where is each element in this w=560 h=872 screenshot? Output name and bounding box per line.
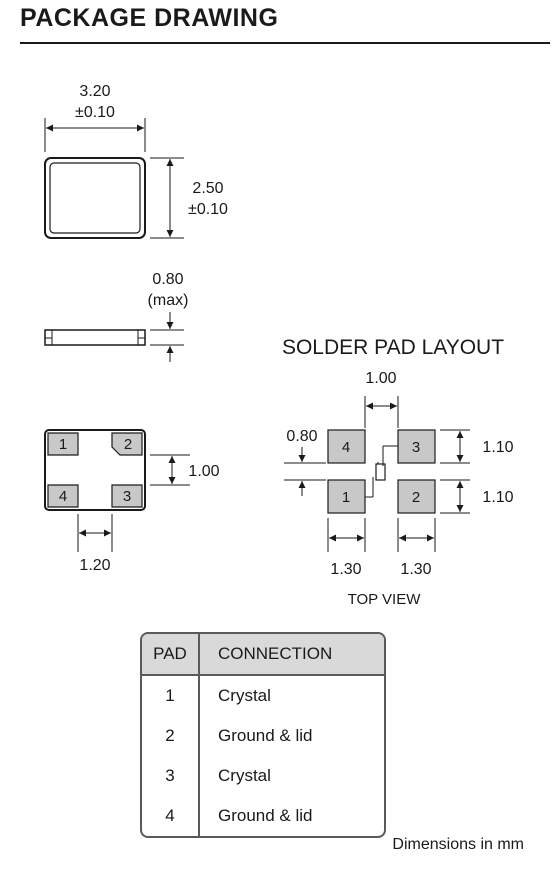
package-side-view: 0.80 (max) [44, 271, 189, 362]
package-outline [44, 157, 146, 239]
pad-connection-table: PAD CONNECTION 1 Crystal 2 Ground & lid … [140, 632, 386, 838]
table-header-row: PAD CONNECTION [142, 634, 384, 676]
solder-pad-width-left-label: 1.30 [330, 561, 361, 578]
table-row: 1 Crystal [142, 676, 384, 716]
width-tolerance-label: ±0.10 [75, 104, 115, 121]
solder-column-gap-label: 1.00 [365, 370, 396, 387]
table-cell-connection: Ground & lid [218, 806, 313, 825]
solder-pad-layout: SOLDER PAD LAYOUT 1.00 4 3 1 2 0.80 [282, 336, 514, 608]
table-header-pad: PAD [142, 634, 200, 676]
thickness-dimension-label: 0.80 [152, 271, 183, 288]
table-row: 3 Crystal [142, 756, 384, 796]
solder-pad-1-label: 1 [342, 489, 350, 506]
solder-pad-2 [397, 479, 436, 514]
solder-pad-4 [327, 429, 366, 464]
height-dimension-label: 2.50 [192, 180, 223, 197]
solder-pad-2-label: 2 [412, 489, 420, 506]
table-cell-pad: 1 [142, 676, 200, 716]
package-top-view: 3.20 ±0.10 2.50 ±0.10 [44, 83, 228, 239]
bottom-pad-2-label: 2 [124, 436, 132, 453]
solder-pad-height-bottom-label: 1.10 [482, 489, 513, 506]
title-underline [20, 42, 550, 44]
bottom-pad-3 [111, 484, 143, 508]
bottom-pad-4-label: 4 [59, 488, 67, 505]
bottom-pad-gap-vertical-label: 1.00 [188, 463, 219, 480]
bottom-pad-1-label: 1 [59, 436, 67, 453]
height-tolerance-label: ±0.10 [188, 201, 228, 218]
solder-pad-4-label: 4 [342, 439, 350, 456]
solder-pad-height-top-label: 1.10 [482, 439, 513, 456]
table-cell-pad: 3 [142, 756, 200, 796]
bottom-pad-4 [47, 484, 79, 508]
table-cell-pad: 2 [142, 716, 200, 756]
bottom-pad-2 [111, 432, 143, 456]
page-title: PACKAGE DRAWING [20, 4, 279, 32]
bottom-pad-1 [47, 432, 79, 456]
solder-pad-3 [397, 429, 436, 464]
package-bottom-view: 1 2 3 4 1.00 1.20 [44, 429, 220, 574]
table-row: 2 Ground & lid [142, 716, 384, 756]
table-cell-connection: Ground & lid [218, 726, 313, 745]
table-cell-pad: 4 [142, 796, 200, 836]
top-view-label: TOP VIEW [348, 591, 422, 608]
solder-row-gap-label: 0.80 [286, 428, 317, 445]
thickness-note-label: (max) [148, 292, 189, 309]
table-row: 4 Ground & lid [142, 796, 384, 836]
bottom-pad-3-label: 3 [123, 488, 131, 505]
table-cell-connection: Crystal [218, 686, 271, 705]
table-header-connection: CONNECTION [200, 634, 384, 676]
side-body [44, 329, 146, 346]
crystal-symbol-icon [365, 445, 398, 498]
solder-layout-title: SOLDER PAD LAYOUT [282, 336, 504, 359]
solder-pad-width-right-label: 1.30 [400, 561, 431, 578]
bottom-pad-gap-horizontal-label: 1.20 [79, 557, 110, 574]
units-footnote: Dimensions in mm [392, 836, 524, 853]
package-lid-outline [49, 162, 141, 234]
width-dimension-label: 3.20 [79, 83, 110, 100]
table-cell-connection: Crystal [218, 766, 271, 785]
solder-pad-1 [327, 479, 366, 514]
solder-pad-3-label: 3 [412, 439, 420, 456]
